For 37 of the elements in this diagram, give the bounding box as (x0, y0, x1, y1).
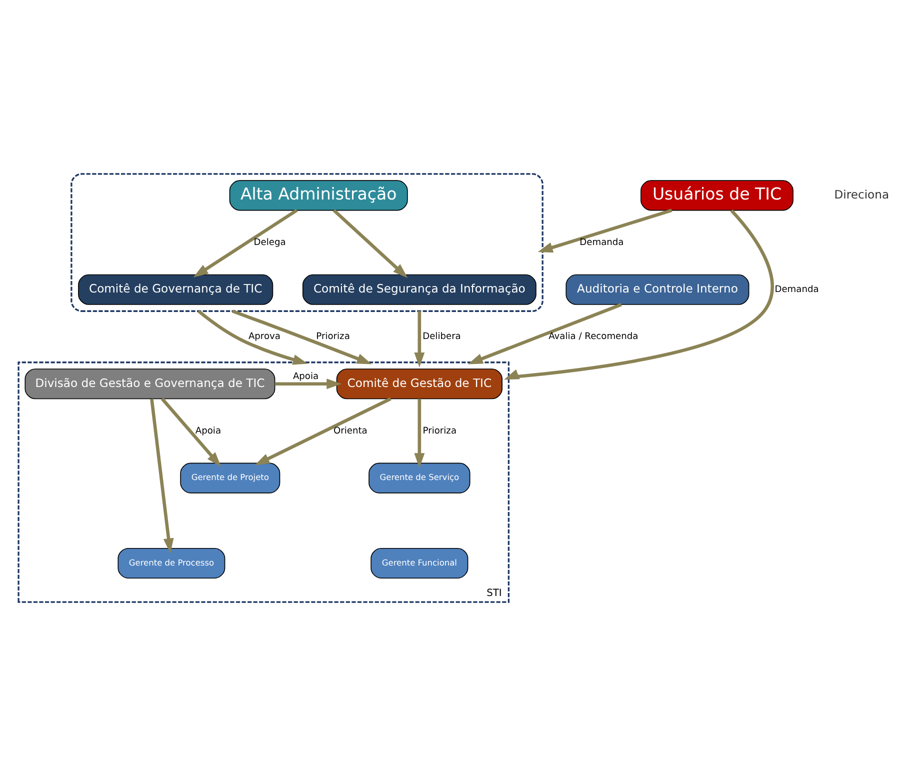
label: Direciona (834, 187, 890, 202)
arrow (254, 397, 392, 466)
edge-label: Prioriza (316, 332, 350, 342)
node-box: Auditoria e Controle Interno (566, 274, 750, 305)
node-box: Gerente de Serviço (368, 462, 470, 494)
node-box: Comitê de Governança de TIC (78, 274, 274, 305)
node-box: Comitê de Segurança da Informação (302, 274, 536, 305)
arrow (160, 398, 222, 467)
edge-label: Delibera (422, 332, 461, 342)
edge-label: Demanda (580, 238, 624, 248)
node-box: Gerente Funcional (370, 548, 468, 579)
node-box: Divisão de Gestão e Governança de TIC (24, 368, 276, 400)
cluster (70, 173, 544, 312)
arrow (332, 209, 408, 278)
arrow (193, 208, 298, 278)
node-box: Usuários de TIC (640, 180, 794, 211)
edge-label: Prioriza (422, 426, 457, 436)
node-box: Gerente de Processo (118, 548, 226, 579)
arrow (468, 302, 622, 364)
arrow (414, 398, 425, 468)
edge-label: Delega (254, 238, 286, 248)
arrow (198, 310, 308, 365)
node-box: Comitê de Gestão de TIC (336, 368, 502, 400)
arrow (538, 208, 672, 253)
edge-label: Apoia (292, 372, 319, 382)
arrow (504, 209, 774, 380)
edge-label: Orienta (333, 426, 368, 436)
arrow (150, 398, 174, 554)
node-box: Gerente de Projeto (180, 462, 280, 494)
arrow (274, 378, 342, 390)
edge-label: Avalia / Recomenda (548, 332, 638, 342)
edge-label: Apoia (195, 426, 222, 436)
arrow (232, 310, 372, 364)
arrow (414, 311, 425, 368)
node-box: Alta Administração (229, 180, 408, 211)
edge-label: Demanda (774, 284, 819, 295)
edge-label: Aprova (248, 332, 280, 342)
